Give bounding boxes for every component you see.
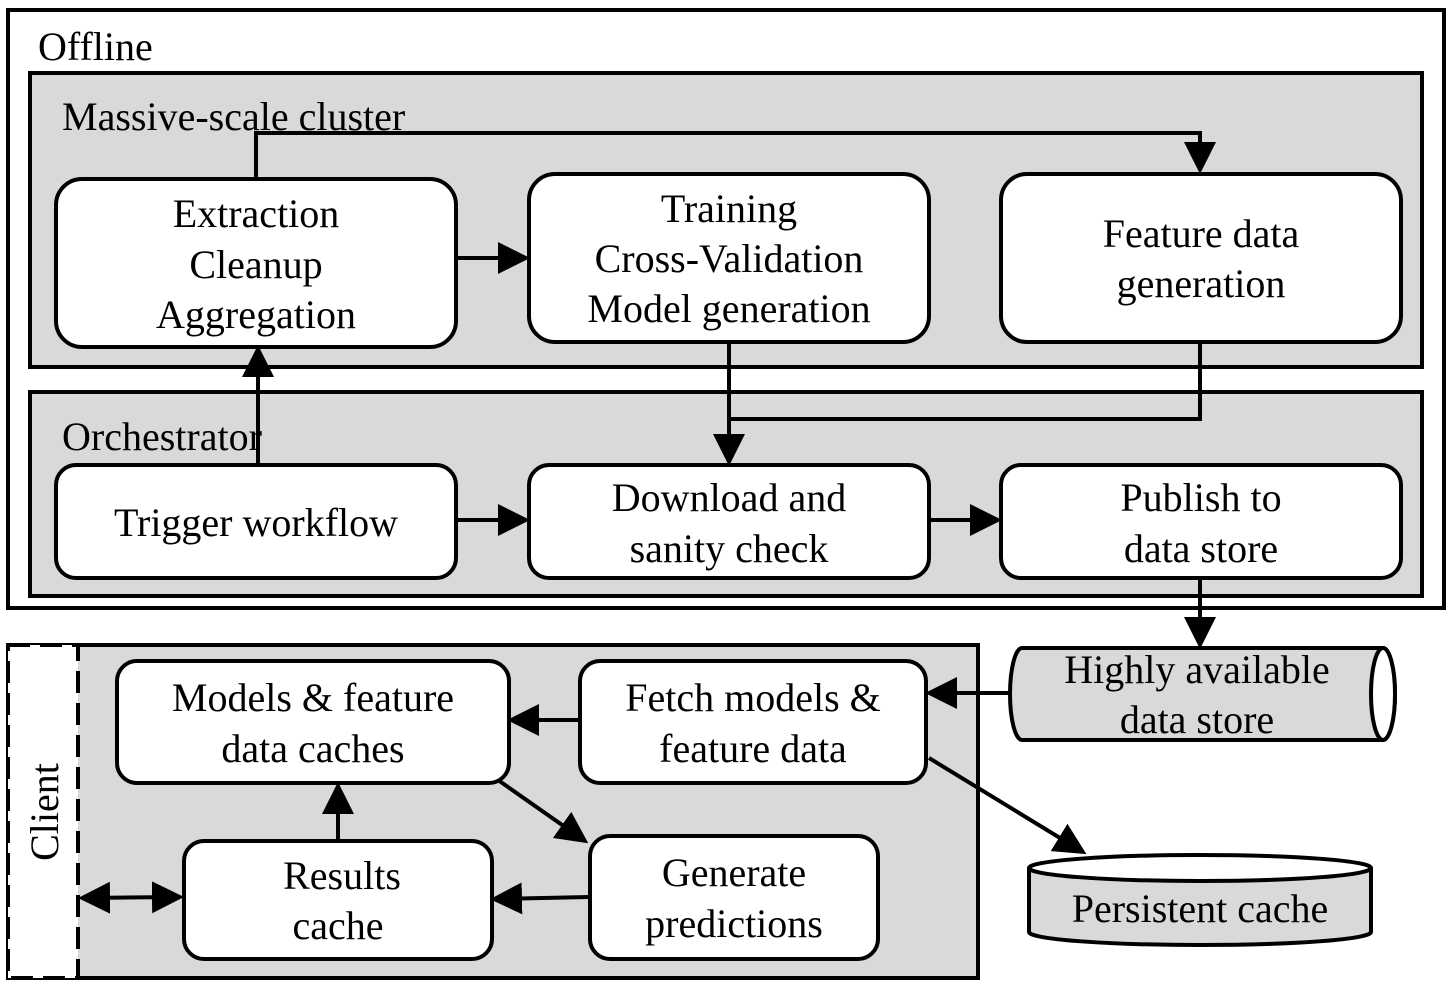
node-fetch-line-1: Fetch models & xyxy=(625,675,881,720)
edge-extraction-to-feature-gen xyxy=(254,131,1216,179)
node-training-line-2: Cross-Validation xyxy=(595,236,864,281)
node-persistent-cache-line-1: Persistent cache xyxy=(1072,886,1329,931)
node-data-store-line-1: Highly available xyxy=(1064,647,1329,692)
node-extraction-line-1: Extraction xyxy=(173,191,340,236)
edge-feature-gen-to-download xyxy=(729,342,1202,421)
node-training-line-3: Model generation xyxy=(587,286,870,331)
orchestrator-label: Orchestrator xyxy=(62,414,262,459)
node-fetch-line-2: feature data xyxy=(659,726,847,771)
edge-models-cache-to-predictions xyxy=(496,778,589,844)
node-publish: Publish to data store xyxy=(999,463,1403,580)
edge-client-results-bidirectional xyxy=(78,881,184,914)
node-trigger: Trigger workflow xyxy=(54,463,458,580)
node-results-cache-line-2: cache xyxy=(292,903,383,948)
edge-fetch-to-persistent-cache xyxy=(927,756,1087,855)
client-label: Client xyxy=(22,763,67,861)
node-data-store: Highly available data store xyxy=(1008,646,1397,742)
node-results-cache: Results cache xyxy=(182,839,494,961)
node-training-line-1: Training xyxy=(661,186,797,231)
node-persistent-cache: Persistent cache xyxy=(1027,853,1373,947)
node-predictions-line-1: Generate xyxy=(662,850,806,895)
node-predictions: Generate predictions xyxy=(588,834,880,961)
node-feature-gen-line-1: Feature data xyxy=(1103,211,1300,256)
node-download: Download and sanity check xyxy=(527,463,931,580)
offline-label: Offline xyxy=(38,24,153,69)
node-feature-gen-line-2: generation xyxy=(1117,261,1286,306)
node-trigger-line-1: Trigger workflow xyxy=(114,500,398,545)
node-predictions-line-2: predictions xyxy=(645,901,823,946)
node-download-line-1: Download and xyxy=(612,475,846,520)
node-feature-gen: Feature data generation xyxy=(999,172,1403,344)
node-results-cache-line-1: Results xyxy=(283,853,401,898)
node-extraction-line-2: Cleanup xyxy=(189,242,322,287)
node-extraction-line-3: Aggregation xyxy=(156,292,356,337)
node-data-store-line-2: data store xyxy=(1120,697,1274,742)
node-publish-line-1: Publish to xyxy=(1120,475,1281,520)
edge-predictions-to-results xyxy=(490,882,590,915)
client-tab xyxy=(6,643,80,980)
node-models-cache-line-2: data caches xyxy=(221,726,404,771)
node-extraction: Extraction Cleanup Aggregation xyxy=(54,177,458,349)
node-models-cache-line-1: Models & feature xyxy=(172,675,454,720)
node-models-cache: Models & feature data caches xyxy=(115,659,511,785)
node-publish-line-2: data store xyxy=(1124,526,1278,571)
node-training: Training Cross-Validation Model generati… xyxy=(527,172,931,344)
node-download-line-2: sanity check xyxy=(630,526,829,571)
node-fetch: Fetch models & feature data xyxy=(578,659,928,785)
